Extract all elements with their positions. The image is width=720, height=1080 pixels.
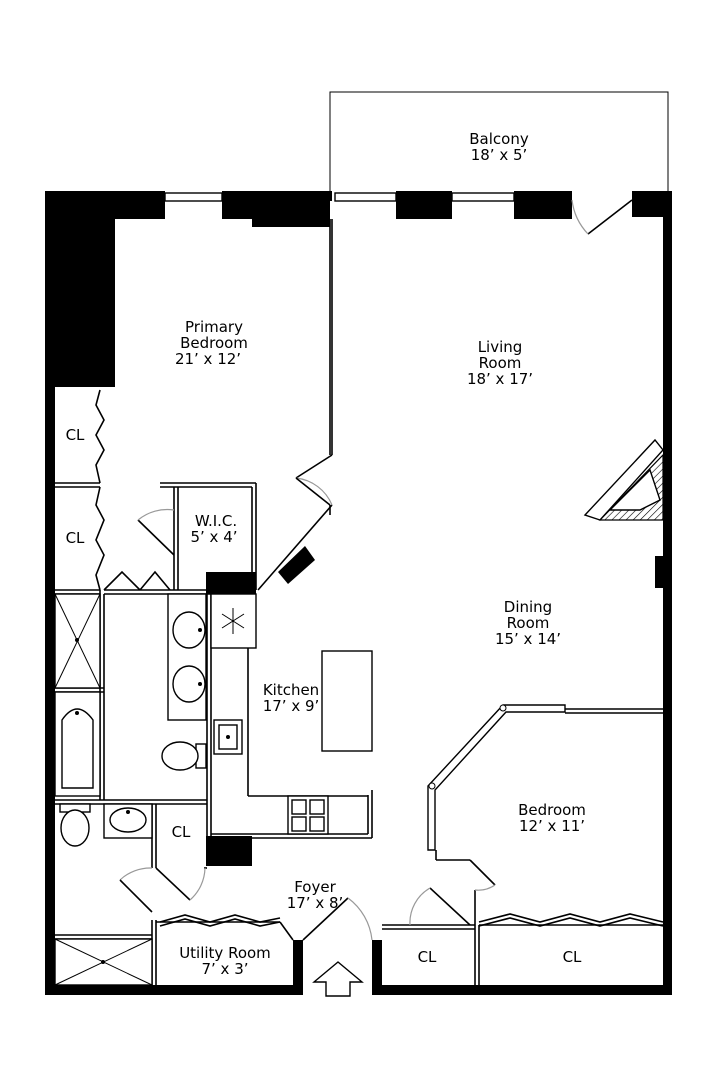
dining-room-dims: 15’ x 14’	[495, 630, 561, 648]
primary-bedroom-name-1: Primary	[185, 318, 243, 336]
living-room-name-2: Room	[479, 354, 522, 372]
fireplace	[583, 438, 664, 521]
closet-label: CL	[563, 948, 582, 966]
interior-walls	[55, 219, 663, 985]
bath-fixtures	[54, 593, 207, 986]
snowflake-icon	[221, 608, 245, 634]
bedroom-name: Bedroom	[518, 801, 586, 819]
primary-bedroom-dims: 21’ x 12’	[175, 350, 241, 368]
closet-label: CL	[66, 426, 85, 444]
bedroom-dims: 12’ x 11’	[519, 817, 585, 835]
foyer-dims: 17’ x 8’	[287, 894, 344, 912]
angled-column	[278, 546, 315, 584]
dining-room-name-2: Room	[507, 614, 550, 632]
utility-room-dims: 7’ x 3’	[201, 960, 248, 978]
entry-arrow-icon	[312, 961, 364, 997]
kitchen-dims: 17’ x 9’	[263, 697, 320, 715]
balcony	[329, 91, 669, 191]
balcony-dims: 18’ x 5’	[471, 146, 528, 164]
living-room-dims: 18’ x 17’	[467, 370, 533, 388]
closet-labels: CL CL CL CL CL	[66, 426, 582, 966]
dining-room-name-1: Dining	[504, 598, 552, 616]
closet-label: CL	[172, 823, 191, 841]
living-room-name-1: Living	[478, 338, 523, 356]
bay-window	[427, 704, 566, 851]
doors	[103, 199, 633, 941]
utility-room-name: Utility Room	[179, 944, 271, 962]
room-labels: Balcony 18’ x 5’ Primary Bedroom 21’ x 1…	[175, 130, 586, 978]
closet-doors	[95, 389, 664, 927]
closet-label: CL	[418, 948, 437, 966]
windows	[164, 192, 515, 202]
wic-dims: 5’ x 4’	[190, 528, 237, 546]
kitchen-name: Kitchen	[263, 681, 319, 699]
exterior-walls	[45, 191, 672, 995]
wic-name: W.I.C.	[195, 512, 237, 530]
primary-bedroom-name-2: Bedroom	[180, 334, 248, 352]
closet-label: CL	[66, 529, 85, 547]
kitchen-fixtures	[210, 593, 373, 835]
foyer-name: Foyer	[294, 878, 336, 896]
balcony-name: Balcony	[469, 130, 529, 148]
